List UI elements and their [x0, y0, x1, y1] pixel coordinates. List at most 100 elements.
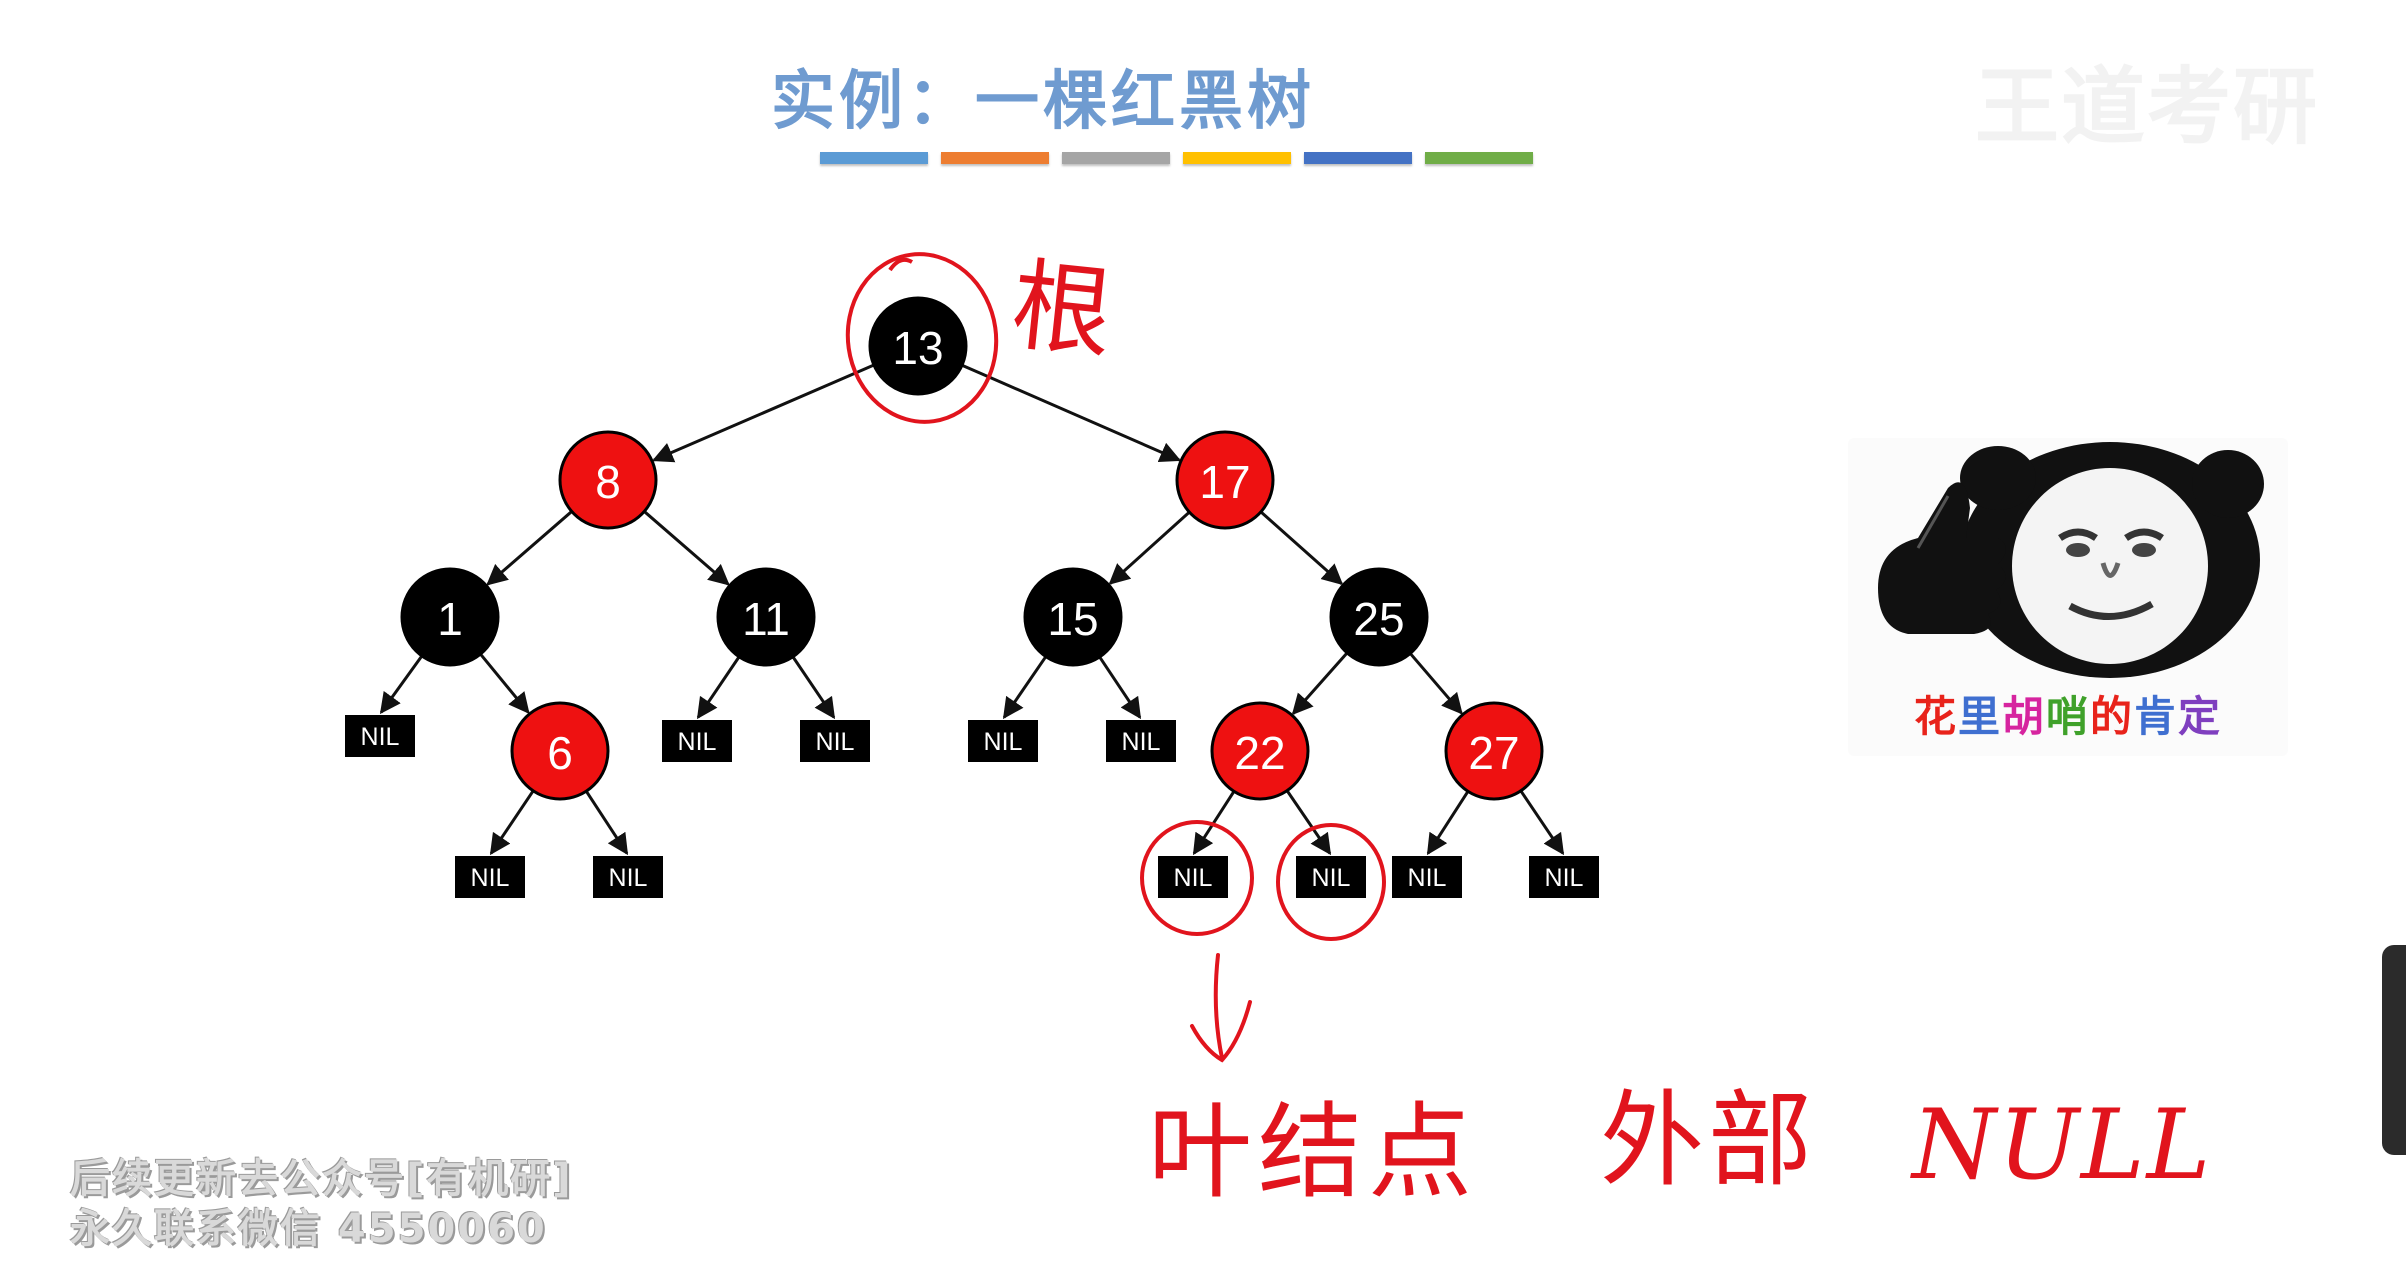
tree-edge-arrow — [1519, 789, 1565, 856]
nil-circle-mark-1 — [1140, 820, 1254, 936]
root-circle-tick — [888, 257, 914, 272]
color-bar-2 — [941, 152, 1049, 164]
external-annotation: 外部 — [1600, 1079, 1816, 1201]
tree-edge-arrow — [489, 789, 535, 856]
nil-leaf-label: NIL — [1122, 728, 1161, 756]
tree-nil-leaves: NIL NIL NIL NIL NIL NIL NIL NIL NIL NIL NIL — [345, 715, 1599, 898]
tree-node-label: 15 — [1047, 593, 1098, 645]
color-bar-4 — [1183, 152, 1291, 164]
tree-node-circle — [400, 567, 500, 667]
tree-node-17: 17 — [1175, 430, 1275, 530]
nil-leaf-label: NIL — [816, 728, 855, 756]
tree-edge-arrow — [791, 655, 836, 720]
tree-node-11: 11 — [716, 567, 816, 667]
footer-watermark-line-1: 后续更新去公众号[有机研] — [70, 1156, 573, 1202]
nil-leaf-box — [455, 856, 525, 898]
tree-node-circle — [716, 567, 816, 667]
nil-leaf-node: NIL — [455, 856, 525, 898]
tree-node-circle — [1444, 701, 1544, 801]
nil-leaf-node: NIL — [800, 720, 870, 762]
tree-edge-arrow — [1291, 651, 1349, 716]
side-toolbar-handle[interactable] — [2382, 945, 2406, 1155]
panda-meme-sticker: 花里胡哨的肯定 — [1848, 438, 2288, 756]
nil-leaf-box — [1158, 856, 1228, 898]
nil-leaf-node: NIL — [345, 715, 415, 757]
tree-node-label: 8 — [595, 456, 621, 508]
tree-edge-arrow — [1409, 652, 1463, 715]
meme-caption-char: 肯 — [2134, 692, 2179, 741]
nil-leaf-label: NIL — [1408, 864, 1447, 892]
handwritten-annotations: 根 叶结点 外部 NULL — [845, 246, 2212, 1213]
meme-caption-char: 里 — [1957, 692, 2002, 741]
watermark-logo: 王道考研 — [1975, 58, 2320, 156]
root-annotation: 根 — [1006, 246, 1118, 373]
tree-node-circle — [1329, 567, 1429, 667]
tree-node-label: 17 — [1199, 456, 1250, 508]
tree-node-circle — [1210, 701, 1310, 801]
nil-leaf-box — [968, 720, 1038, 762]
nil-leaf-label: NIL — [678, 728, 717, 756]
nil-leaf-label: NIL — [1174, 864, 1213, 892]
nil-leaf-node: NIL — [1529, 856, 1599, 898]
nil-leaf-box — [1296, 856, 1366, 898]
tree-edge-arrow — [1259, 510, 1344, 586]
tree-node-label: 1 — [437, 593, 463, 645]
nil-leaf-node: NIL — [1158, 856, 1228, 898]
nil-leaf-label: NIL — [609, 864, 648, 892]
tree-node-circle — [510, 701, 610, 801]
nil-leaf-node: NIL — [968, 720, 1038, 762]
tree-node-circle — [558, 430, 658, 530]
nil-leaf-box — [662, 720, 732, 762]
nil-leaf-box — [1392, 856, 1462, 898]
null-annotation: NULL — [1910, 1089, 2212, 1201]
nil-leaf-label: NIL — [471, 864, 510, 892]
meme-caption-char: 的 — [2090, 692, 2135, 741]
tree-edge-arrow — [1002, 655, 1048, 720]
nil-circle-mark-2 — [1276, 823, 1386, 941]
nil-leaf-node: NIL — [1392, 856, 1462, 898]
tree-edge-arrow — [1192, 790, 1236, 856]
tree-edge-arrow — [585, 790, 629, 856]
root-circle-mark — [845, 252, 999, 424]
tree-node-label: 25 — [1353, 593, 1404, 645]
nil-leaf-node: NIL — [662, 720, 732, 762]
tree-edge-arrow — [1098, 656, 1142, 720]
tree-edge-arrow — [486, 510, 573, 586]
tree-node-label: 27 — [1468, 727, 1519, 779]
color-bar-6 — [1425, 152, 1533, 164]
tree-node-25: 25 — [1329, 567, 1429, 667]
tree-edge-arrow — [643, 510, 730, 586]
nil-leaf-box — [593, 856, 663, 898]
nil-leaf-label: NIL — [1545, 864, 1584, 892]
meme-caption: 花里胡哨的肯定 — [1848, 683, 2288, 744]
tree-node-15: 15 — [1023, 567, 1123, 667]
nil-leaf-node: NIL — [593, 856, 663, 898]
tree-edge-arrow — [379, 655, 424, 715]
tree-edge-arrow — [696, 655, 741, 720]
color-bar-1 — [820, 152, 928, 164]
nil-leaf-node: NIL — [1296, 856, 1366, 898]
tree-edge-arrow — [961, 363, 1182, 463]
tree-node-6: 6 — [510, 701, 610, 801]
tree-edge-arrow — [1108, 511, 1191, 585]
meme-caption-char: 花 — [1913, 692, 1958, 741]
footer-watermark-line-2: 永久联系微信 4550060 — [70, 1206, 547, 1252]
meme-caption-char: 哨 — [2045, 692, 2090, 741]
nil-leaf-label: NIL — [984, 728, 1023, 756]
nil-leaf-box — [800, 720, 870, 762]
tree-node-circle — [1175, 430, 1275, 530]
color-bar-3 — [1062, 152, 1170, 164]
nil-leaf-node: NIL — [1106, 720, 1176, 762]
panda-thumbs-up-icon — [1878, 442, 2264, 678]
tree-node-13: 13 — [868, 296, 968, 396]
down-arrow-mark — [1190, 953, 1252, 1063]
nil-leaf-label: NIL — [361, 723, 400, 751]
tree-node-1: 1 — [400, 567, 500, 667]
tree-edges — [379, 363, 1565, 856]
nil-leaf-label: NIL — [1312, 864, 1351, 892]
nil-leaf-box — [1106, 720, 1176, 762]
leaf-node-annotation: 叶结点 — [1148, 1091, 1478, 1213]
tree-edge-arrow — [1285, 789, 1332, 856]
